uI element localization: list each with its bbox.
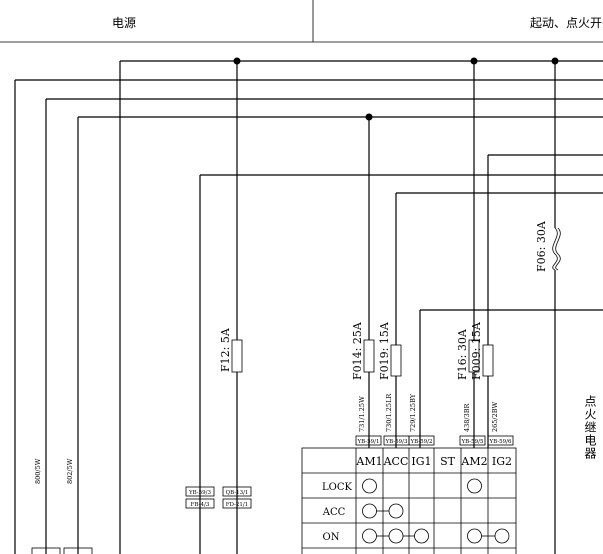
- wire-label: 802/5W: [66, 458, 74, 484]
- pin-tag: YB-59/5: [461, 439, 484, 445]
- pin-tag: YB-59/1: [357, 439, 380, 445]
- contact-circle: [467, 478, 482, 494]
- wire-label: 729/1.25BY: [409, 393, 417, 432]
- ignition-switch-table: YB-59/1 YB-59/3 YB-59/2 YB-59/5 YB-59/6 …: [301, 435, 517, 554]
- fuse-f06-label: F06: 30A: [535, 220, 548, 272]
- switch-col-ig2: IG2: [492, 455, 512, 468]
- fuse-f019-label: F019: 15A: [378, 321, 391, 380]
- fuse-f12-label: F12: 5A: [219, 327, 232, 372]
- wire-label: 438/3BR: [463, 402, 471, 432]
- junction-dot: [233, 57, 241, 65]
- contact-circle: [362, 503, 377, 519]
- wire-label: 800/5W: [34, 458, 42, 484]
- switch-col-acc: ACC: [383, 455, 409, 468]
- pin-tag: YB-59/2: [410, 439, 433, 445]
- fuse-f009-label: F009: 15A: [470, 321, 483, 380]
- connector-tag: FB-4/3: [191, 502, 210, 508]
- contact-circle: [388, 503, 404, 519]
- contact-circle: [362, 528, 377, 544]
- connector-tag: QB-13/1: [226, 490, 249, 496]
- connector-tag: FD-21/1: [226, 502, 249, 508]
- wire-label: 731/1.25W: [358, 396, 366, 432]
- switch-row-on: ON: [323, 532, 340, 543]
- fuse-f06: F06: 30A: [535, 220, 561, 272]
- junction-dot: [470, 57, 478, 65]
- switch-col-ig1: IG1: [411, 455, 431, 468]
- ignition-relay-label: 点火继电器: [583, 395, 597, 460]
- connector-tag: YB-59/3: [188, 490, 211, 496]
- contact-circle: [467, 528, 482, 544]
- contact-circle: [388, 528, 404, 544]
- junction-dots: [233, 57, 559, 121]
- wire-label: 730/1.25LR: [385, 393, 393, 432]
- switch-col-am2: AM2: [460, 455, 487, 468]
- fuse-f014: F014: 25A: [351, 321, 375, 380]
- fuse-f12: F12: 5A: [219, 327, 243, 373]
- fuse-f16-label: F16: 30A: [456, 328, 469, 380]
- switch-row-acc: ACC: [322, 507, 346, 518]
- header-left-title: 电源: [112, 16, 136, 30]
- pin-tag: YB-59/3: [385, 439, 408, 445]
- header-bar: 电源 起动、点火开关: [0, 0, 603, 43]
- switch-col-st: ST: [440, 455, 456, 468]
- connector-tags: YB-59/3 FB-4/3 QB-13/1 FD-21/1: [31, 486, 252, 554]
- junction-dot: [551, 57, 559, 65]
- fuse-f16: F16: 30A: [456, 328, 480, 380]
- pin-tag: YB-59/6: [489, 439, 512, 445]
- vertical-wires: [14, 61, 556, 554]
- fuse-f019: F019: 15A: [378, 321, 402, 380]
- fuse-f014-label: F014: 25A: [351, 321, 364, 380]
- wire-label: 265/2BW: [491, 401, 499, 432]
- contact-circle: [494, 528, 510, 544]
- junction-dot: [365, 113, 373, 121]
- contact-circle: [414, 528, 429, 544]
- fuse-f009: F009: 15A: [470, 321, 494, 380]
- switch-col-am1: AM1: [355, 455, 382, 468]
- bus-wires: [15, 60, 603, 311]
- wire-labels: 731/1.25W 730/1.25LR 729/1.25BY 438/3BR …: [34, 393, 499, 484]
- switch-row-lock: LOCK: [322, 482, 352, 493]
- contact-circle: [362, 478, 377, 494]
- header-right-title: 起动、点火开关: [530, 16, 603, 30]
